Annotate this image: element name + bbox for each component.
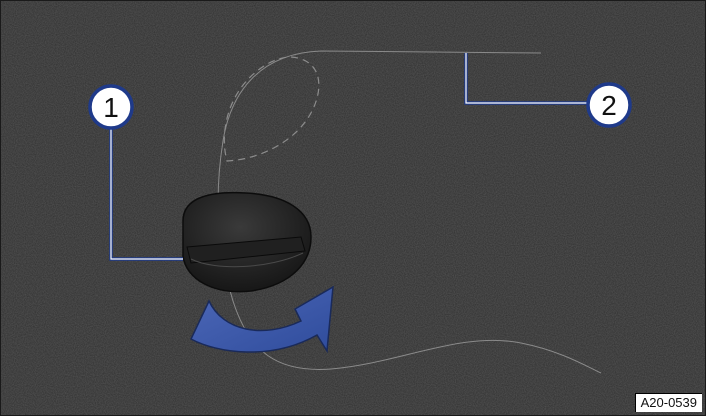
figure-code-label: A20-0539	[635, 393, 702, 412]
callout-1-number: 1	[103, 92, 119, 123]
callout-2-number: 2	[601, 90, 617, 121]
